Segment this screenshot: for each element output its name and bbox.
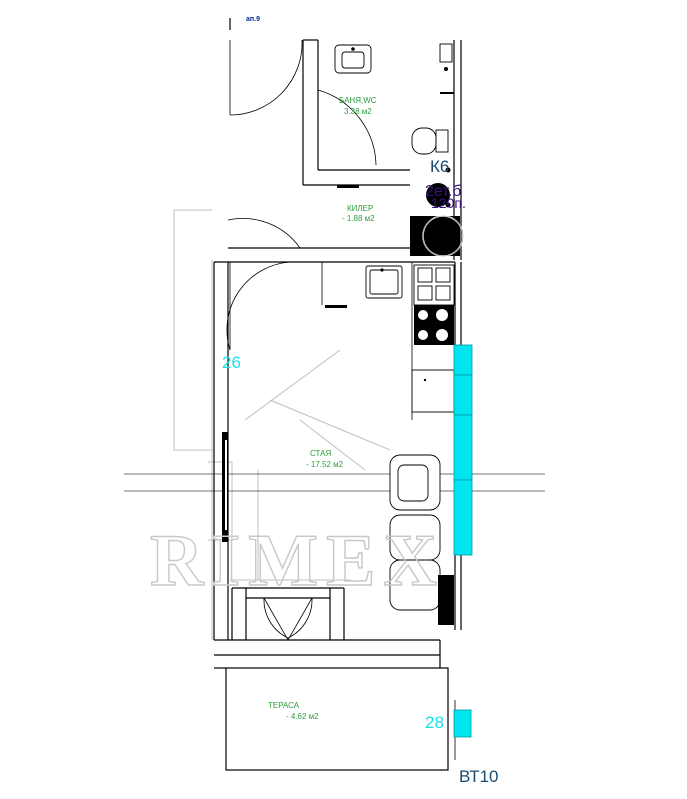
room-area-terrace: - 4.62 м2 bbox=[286, 712, 319, 721]
room-name-bathroom: БАНЯ,WC bbox=[339, 96, 377, 105]
marker-floor: 2ет.б bbox=[425, 183, 461, 200]
marker-floor-2: 120п. bbox=[431, 195, 466, 211]
room-name-terrace: ТЕРАСА bbox=[268, 701, 300, 710]
room-window bbox=[222, 432, 228, 542]
apartment-label: ап.9 bbox=[246, 16, 260, 23]
marker-bt10: ВТ10 bbox=[459, 767, 499, 786]
cyan-cabinets bbox=[453, 344, 473, 738]
kitchen bbox=[321, 262, 455, 420]
room-name-storage: КИЛЕР bbox=[347, 204, 373, 213]
door-swings bbox=[226, 39, 377, 641]
room-area-room: - 17.52 м2 bbox=[306, 460, 344, 469]
room-name-room: СТАЯ bbox=[310, 449, 331, 458]
marker-28: 28 bbox=[425, 713, 444, 732]
watermark: RIMEX bbox=[150, 520, 445, 602]
marker-26: 26 bbox=[222, 353, 241, 372]
room-area-storage: - 1.88 м2 bbox=[342, 214, 375, 223]
room-area-bathroom: 3.38 м2 bbox=[344, 107, 372, 116]
guide-lines bbox=[173, 209, 391, 640]
bathroom-fixtures bbox=[334, 43, 454, 208]
marker-k6: К6 bbox=[430, 157, 449, 176]
section-lines bbox=[124, 473, 545, 492]
sofa bbox=[389, 454, 454, 625]
storage-markers bbox=[325, 183, 464, 308]
